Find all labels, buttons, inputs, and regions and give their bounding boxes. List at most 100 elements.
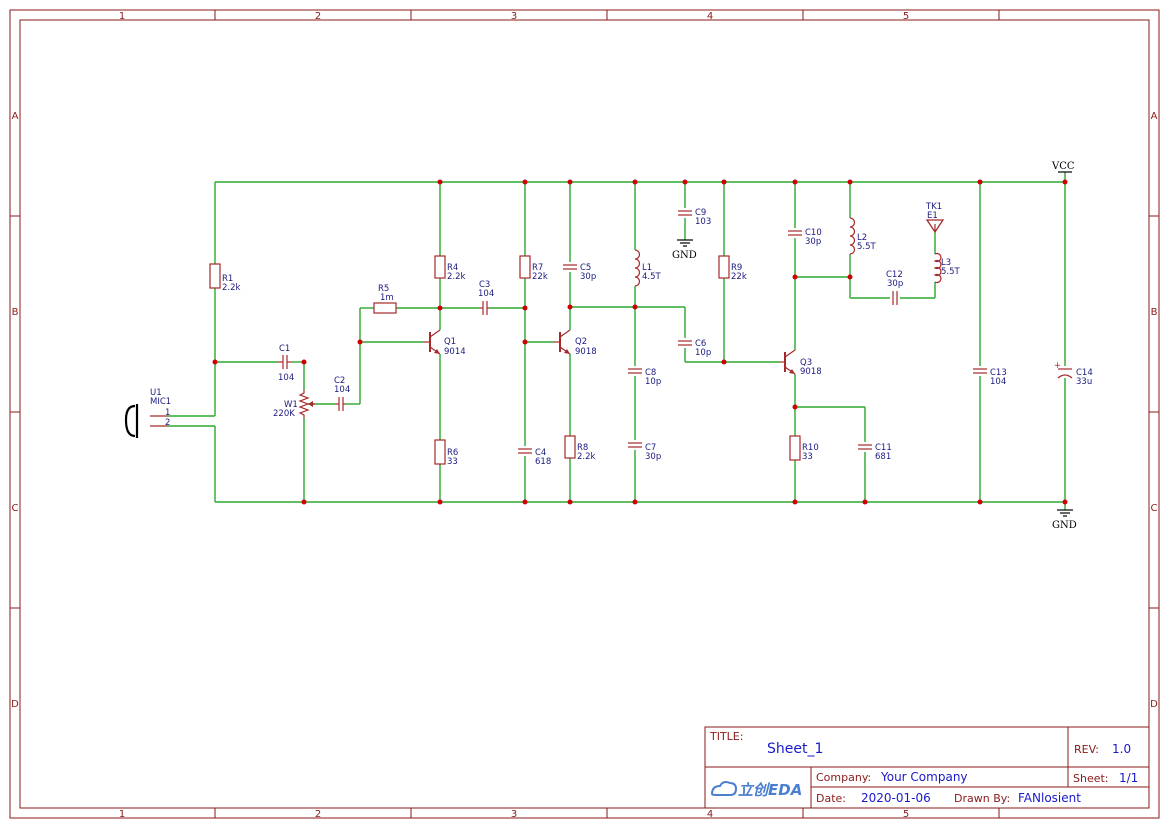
transistor-q2: Q2 9018	[554, 329, 597, 357]
c1-ref: C1	[279, 344, 290, 354]
capacitor-c4: C4 618	[518, 448, 551, 467]
r4-value: 2.2k	[447, 272, 466, 282]
r8-value: 2.2k	[577, 452, 596, 462]
grid-row-label: B	[12, 307, 19, 318]
c9-ref: C9	[695, 208, 706, 218]
gnd-label-c9: GND	[672, 250, 697, 261]
c12-value: 30p	[887, 279, 903, 289]
c10-ref: C10	[805, 228, 822, 238]
sheet-value: 1/1	[1119, 771, 1138, 785]
junctions	[212, 179, 1068, 505]
c6-ref: C6	[695, 339, 706, 349]
microphone-u1: U1 MIC1 1 2	[124, 388, 171, 438]
rev-label: REV:	[1074, 743, 1099, 756]
capacitor-c8: C8 10p	[628, 368, 661, 387]
c12-ref: C12	[886, 270, 903, 280]
c10-value: 30p	[805, 237, 821, 247]
capacitor-c2: C2 104	[334, 376, 350, 411]
tk1-ref: TK1	[925, 202, 942, 212]
grid-col-label: 4	[707, 809, 713, 820]
grid-col-label: 5	[903, 11, 909, 22]
capacitor-c14: + C14 33u	[1054, 361, 1093, 387]
grid-col-label: 2	[315, 11, 321, 22]
title-label: TITLE:	[709, 730, 743, 743]
capacitor-c9: C9 103	[678, 208, 711, 227]
resistor-r10: R10 33	[789, 435, 819, 462]
l1-ref: L1	[642, 263, 652, 273]
q1-ref: Q1	[444, 337, 456, 347]
wires	[168, 172, 1066, 510]
resistor-r4: R4 2.2k	[434, 255, 466, 282]
transistor-q1: Q1 9014	[424, 329, 466, 357]
grid-row-label: B	[1151, 307, 1158, 318]
r9-value: 22k	[731, 272, 747, 282]
c8-value: 10p	[645, 377, 661, 387]
u1-pin-2: 2	[165, 418, 170, 428]
r6-ref: R6	[447, 448, 458, 458]
q2-value: 9018	[575, 347, 597, 357]
c13-value: 104	[990, 377, 1006, 387]
c7-ref: C7	[645, 443, 656, 453]
grid-col-label: 3	[511, 809, 517, 820]
c3-ref: C3	[479, 280, 490, 290]
c5-value: 30p	[580, 272, 596, 282]
c1-value: 104	[278, 373, 294, 383]
grid-row-label: A	[12, 111, 19, 122]
company-label: Company:	[816, 771, 871, 784]
company-value: Your Company	[880, 770, 968, 784]
tk1-value: E1	[927, 211, 938, 221]
date-value: 2020-01-06	[861, 791, 931, 805]
l3-value: 5.5T	[941, 267, 961, 277]
l1-value: 4.5T	[642, 272, 662, 282]
vcc-label: VCC	[1051, 161, 1075, 172]
c14-ref: C14	[1076, 368, 1093, 378]
c2-ref: C2	[334, 376, 345, 386]
grid-col-label: 1	[119, 11, 125, 22]
logo-text: 立创EDA	[738, 781, 802, 799]
potentiometer-w1: W1 220K	[273, 390, 315, 419]
resistor-r8: R8 2.2k	[564, 435, 596, 462]
c14-polarity: +	[1054, 361, 1061, 371]
drawing-frame: 1 2 3 4 5 1 2 3 4 5 A B C D A B C D	[9, 9, 1160, 820]
r7-ref: R7	[532, 263, 543, 273]
r10-ref: R10	[802, 443, 819, 453]
r6-value: 33	[447, 457, 458, 467]
q3-value: 9018	[800, 367, 822, 377]
r1-value: 2.2k	[222, 283, 241, 293]
capacitor-c11: C11 681	[858, 443, 892, 462]
l2-value: 5.5T	[857, 242, 877, 252]
resistor-r1: R1 2.2k	[209, 263, 241, 293]
gnd-symbol-main: GND	[1052, 509, 1077, 531]
drawn-by-label: Drawn By:	[954, 792, 1010, 805]
c9-value: 103	[695, 217, 711, 227]
resistor-r5: R5 1m	[373, 284, 397, 314]
c5-ref: C5	[580, 263, 591, 273]
r1-ref: R1	[222, 274, 233, 284]
c14-value: 33u	[1076, 377, 1092, 387]
c7-value: 30p	[645, 452, 661, 462]
u1-pin-1: 1	[165, 408, 170, 418]
capacitor-c7: C7 30p	[628, 442, 661, 462]
grid-col-label: 2	[315, 809, 321, 820]
capacitor-c10: C10 30p	[788, 228, 822, 247]
c11-ref: C11	[875, 443, 892, 453]
drawn-by-value: FANlosient	[1018, 791, 1081, 805]
resistor-r6: R6 33	[434, 439, 458, 467]
c2-value: 104	[334, 385, 350, 395]
u1-ref: U1	[150, 388, 162, 398]
resistor-r7: R7 22k	[519, 255, 548, 282]
capacitor-c13: C13 104	[973, 368, 1007, 387]
r5-value: 1m	[380, 293, 394, 303]
c6-value: 10p	[695, 348, 711, 358]
grid-col-label: 1	[119, 809, 125, 820]
grid-col-label: 3	[511, 11, 517, 22]
r8-ref: R8	[577, 443, 588, 453]
c3-value: 104	[478, 289, 494, 299]
q2-ref: Q2	[575, 337, 587, 347]
r7-value: 22k	[532, 272, 548, 282]
grid-col-label: 5	[903, 809, 909, 820]
antenna-tk1: TK1 E1	[925, 202, 945, 234]
grid-row-label: D	[1150, 699, 1158, 710]
c4-value: 618	[535, 457, 551, 467]
